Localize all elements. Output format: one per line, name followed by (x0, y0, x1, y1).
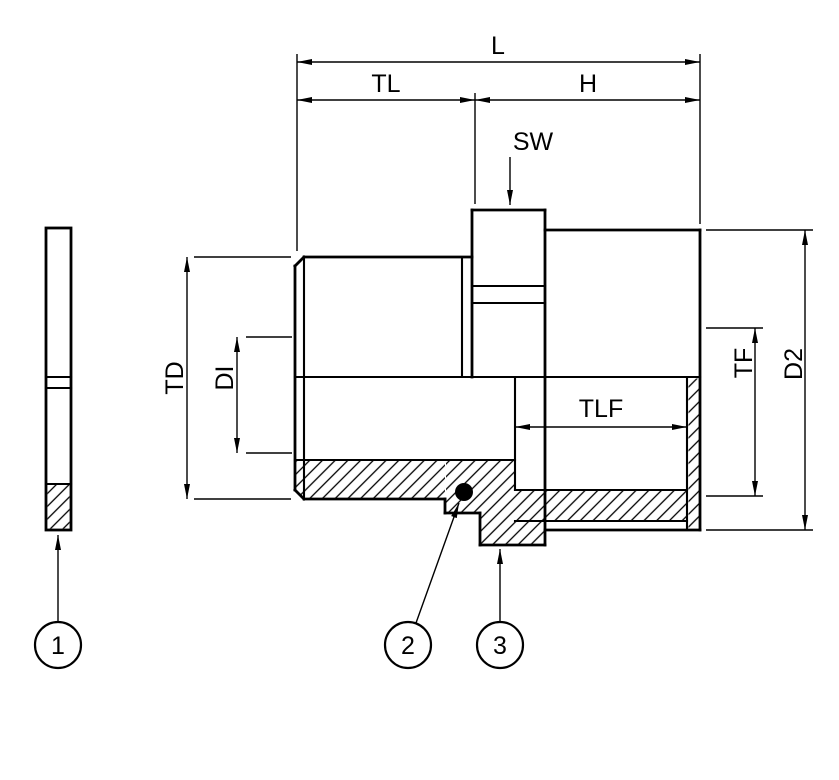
callout-1-circle (33, 620, 83, 670)
callout-1-label: 1 (51, 632, 65, 660)
dim-label-tl: TL (371, 70, 400, 98)
hatch-center-nose (446, 461, 544, 544)
gasket-hatch-region (47, 484, 70, 529)
dim-label-sw: SW (513, 128, 554, 156)
gasket-outline (44, 226, 73, 532)
callouts: 1 2 3 (33, 502, 525, 670)
dim-label-tlf: TLF (579, 395, 623, 423)
dimension-lines (184, 59, 808, 530)
dim-label-d2: D2 (780, 348, 808, 380)
dim-label-h: H (579, 70, 597, 98)
hatch-left-wall (296, 461, 445, 498)
dim-label-tf: TF (730, 348, 758, 379)
dim-label-di: DI (211, 366, 239, 391)
callout-2-circle (383, 620, 433, 670)
callout-3-label: 3 (493, 632, 507, 660)
dim-label-l: L (491, 32, 505, 60)
hatch-end-wall (688, 378, 699, 529)
dimension-labels: L TL H SW TD DI TLF TF D2 (161, 32, 808, 423)
extension-lines (194, 54, 813, 531)
oring-seal (455, 483, 473, 501)
gasket-part (44, 226, 73, 532)
callout-2-label: 2 (401, 632, 415, 660)
callout-3-circle (475, 620, 525, 670)
callout-2-leader (415, 502, 460, 624)
hatch-right-wall (546, 491, 686, 520)
fitting-section-view (293, 208, 702, 547)
dim-label-td: TD (161, 361, 189, 394)
